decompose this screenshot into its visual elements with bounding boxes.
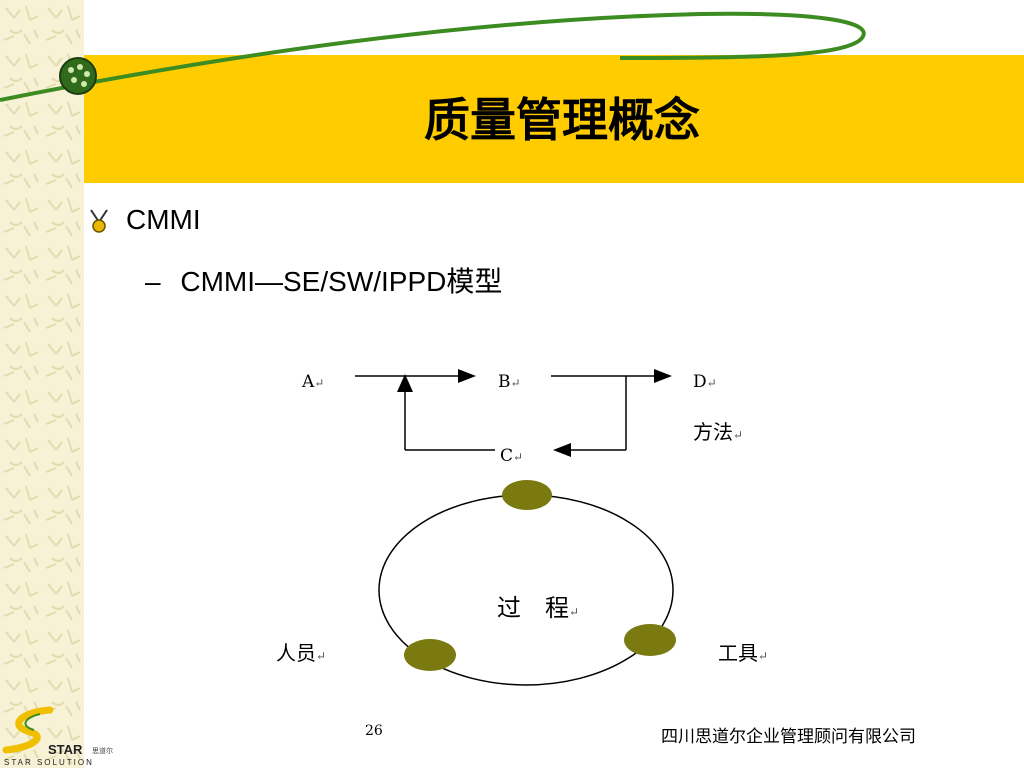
- title-band: [84, 55, 1024, 183]
- bullet-dash: –: [145, 266, 161, 297]
- arrow-up-head: [397, 374, 413, 392]
- logo-s-swirl-icon: [2, 706, 54, 754]
- slide-title: 质量管理概念: [424, 93, 700, 147]
- bullet-level2-text: CMMI—SE/SW/IPPD模型: [180, 266, 503, 297]
- node-b-label: B↵: [498, 372, 521, 392]
- arrow-b-d-head: [654, 369, 672, 383]
- node-c-label: C↵: [500, 446, 524, 466]
- node-a-label: A↵: [302, 372, 325, 392]
- process-label: 过 程↵: [497, 594, 580, 622]
- page-number: 26: [365, 723, 383, 739]
- swoosh-decoration: [0, 11, 866, 102]
- bullet-level1-text: CMMI: [126, 204, 201, 235]
- method-label: 方法↵: [693, 420, 744, 444]
- logo-subtitle: STAR SOLUTION: [4, 758, 94, 767]
- arrow-a-b-head: [458, 369, 476, 383]
- star-solution-logo: STAR 思道尔 STAR SOLUTION: [0, 706, 120, 768]
- decorative-left-strip: [0, 0, 84, 768]
- people-node: [404, 639, 456, 671]
- company-name: 四川思道尔企业管理顾问有限公司: [661, 727, 916, 747]
- tools-node: [624, 624, 676, 656]
- logo-small-text: 思道尔: [92, 747, 113, 755]
- tools-label: 工具↵: [718, 641, 769, 665]
- node-d-label: D↵: [693, 372, 717, 392]
- method-node: [502, 480, 552, 510]
- bullet-icon: [90, 209, 108, 233]
- arrow-to-c-head: [553, 443, 571, 457]
- bullet-level2: – CMMI—SE/SW/IPPD模型: [145, 260, 502, 300]
- logo-brand: STAR: [48, 742, 83, 757]
- people-label: 人员↵: [276, 641, 327, 665]
